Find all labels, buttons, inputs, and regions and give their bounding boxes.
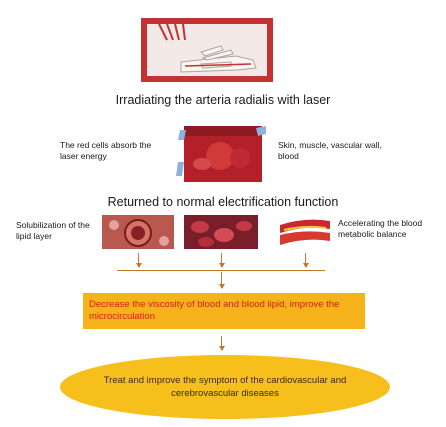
step3-right-text: Accelerating the blood metabolic balance bbox=[338, 218, 423, 239]
lipid-cell-illustration bbox=[102, 215, 174, 249]
arrow-down-1 bbox=[136, 253, 142, 268]
laser-hand-illustration bbox=[141, 18, 273, 82]
step3-caption: Returned to normal electrification funct… bbox=[107, 195, 339, 209]
red-cells-illustration bbox=[170, 118, 275, 188]
vessel-illustration bbox=[278, 215, 332, 249]
arrow-down-main-2 bbox=[219, 336, 225, 351]
blood-cells-illustration bbox=[184, 215, 258, 249]
step2-right-text: Skin, muscle, vascular wall, blood bbox=[278, 140, 382, 161]
step5-text: Treat and improve the symptom of the car… bbox=[103, 375, 347, 399]
step4-box: Decrease the viscosity of blood and bloo… bbox=[83, 293, 365, 329]
arrow-down-2 bbox=[219, 253, 225, 268]
arrow-down-main-1 bbox=[219, 272, 225, 289]
arrow-down-3 bbox=[303, 253, 309, 268]
step5-ellipse: Treat and improve the symptom of the car… bbox=[60, 355, 390, 419]
step3-left-text: Solubilization of the lipid layer bbox=[16, 220, 90, 241]
step1-caption: Irradiating the arteria radialis with la… bbox=[115, 93, 331, 107]
step2-left-text: The red cells absorb the laser energy bbox=[60, 140, 152, 161]
step4-text: Decrease the viscosity of blood and bloo… bbox=[89, 299, 340, 322]
connector-line bbox=[117, 270, 325, 271]
